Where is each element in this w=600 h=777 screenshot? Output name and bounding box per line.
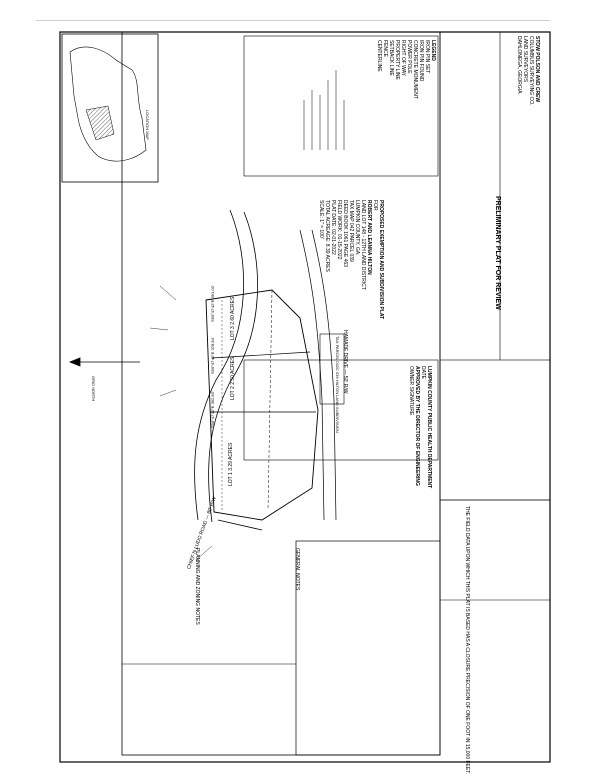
bearing-label: S90°47'42"E 361.03' [210,285,215,322]
vicinity-map-box [61,33,159,183]
parcel-boundary [205,289,319,521]
legend-item: RIGHT OF WAY [400,40,406,77]
road-edge-2 [208,211,258,523]
certification-note: THE FIELD DATA UPON WHICH THIS PLAT IS B… [464,506,470,775]
lot-1-label: LOT 1 3.29 ACRES [228,443,234,486]
north-arrow-icon [68,357,140,367]
legend-item: CONCRETE MONUMENT [412,40,418,99]
legend-item: IRON PIN SET [424,40,430,74]
lot-area: 2.50 ACRES [230,356,236,385]
legend-symbols [303,70,345,150]
legend: LEGEND IRON PIN SET IRON PIN FOUND CONCR… [376,40,436,99]
lot-3-label: LOT 3 2.60 ACRES [230,297,236,340]
legend-item: SETBACK LINE [388,40,394,76]
approval-block: LUMPKIN COUNTY PUBLIC HEALTH DEPARTMENT … [408,366,432,488]
lot-area: 2.60 ACRES [230,296,236,325]
legend-item: IRON PIN FOUND [418,40,424,82]
plat-title-line: PLAT DATE: 02-01-2022 [330,200,336,255]
lot-name: LOT 1 [228,472,234,486]
lot-area: 3.29 ACRES [228,442,234,471]
plat-title-line: LAND LOT 148 - 12TH LAND DISTRICT [360,200,366,290]
lot-name: LOT 2 [230,386,236,400]
vicinity-label: LOCATION MAP [145,110,150,140]
page-top-rule [36,20,550,21]
plat-title-line: ROBERT AND LEANNA HILTON [366,200,372,275]
reference-text: TAX PARCEL 042C 039 HILTON LAND SUBDIVIS… [335,336,340,433]
notes-heading: GENERAL NOTES [294,548,300,591]
legend-item: PROPERTY LINE [394,40,400,80]
reference-box [319,333,345,405]
legend-title: LEGEND [430,40,436,61]
vicinity-site [85,105,115,141]
approval-box [243,359,439,461]
bearing-label: S90°47'42"E 362.83' [210,391,215,428]
legend-box [243,35,439,177]
road-name-right: HAMADE DRIVE — 50' R/W [342,330,348,394]
vicinity-boundary [69,46,147,162]
lot-name: LOT 3 [230,326,236,340]
preliminary-heading: PRELIMINARY PLAT FOR REVIEW [494,196,501,310]
drawing-frame [121,31,441,756]
bearing-label: S90°47'42"E 378.84' [210,337,215,374]
surveyor-line: DAHLONEGA, GEORGIA [516,36,522,94]
surveyor-line: COLUMBUS SURVEYING CO. [528,36,534,106]
plat-title-line: DEED BOOK 1061 PAGE 463 [342,200,348,267]
approval-heading: APPROVED BY THE DIRECTOR OF ENGINEERING [414,366,420,486]
sheet-border [59,31,551,763]
lot-line-1-2 [211,351,311,359]
plat-title-line: PROPOSED EXEMPTION AND SUBDIVISION PLAT [378,200,384,320]
road-edge-1 [194,209,244,521]
approval-heading: LUMPKIN COUNTY PUBLIC HEALTH DEPARTMENT [426,366,432,489]
surveyor-block: STOW POLSON AND CREW COLUMBUS SURVEYING … [516,36,540,105]
lot-2-label: LOT 2 2.50 ACRES [230,357,236,400]
plat-title-line: TOTAL ACREAGE: 8.39 ACRES [324,200,330,272]
surveyor-line: STOW POLSON AND CREW [534,36,540,103]
legend-item: CENTERLINE [376,40,382,72]
certification-box [439,359,551,501]
north-label: GRID NORTH [91,376,96,402]
plat-title-block: PROPOSED EXEMPTION AND SUBDIVISION PLAT … [318,200,384,319]
notes-block [295,540,441,756]
plat-title-line: TAX MAP 042 PARCEL 039 [348,200,354,262]
